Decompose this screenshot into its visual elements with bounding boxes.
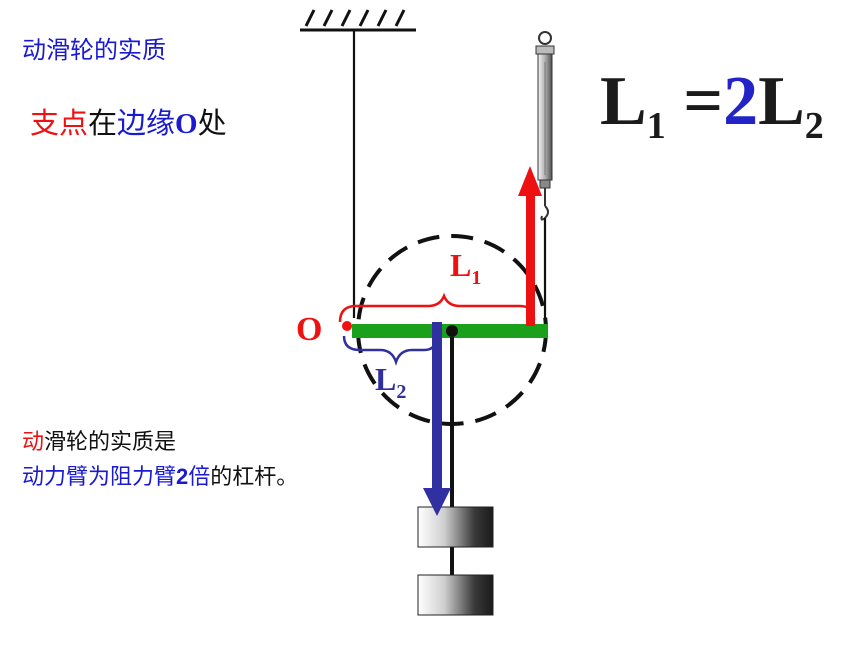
fulcrum-dot bbox=[342, 321, 352, 331]
eq-l2-sub: 2 bbox=[804, 105, 824, 147]
ceiling-support bbox=[300, 9, 416, 32]
fulcrum-o: O bbox=[175, 108, 198, 140]
conclusion-arm-ratio: 动力臂为阻力臂 bbox=[22, 465, 177, 490]
conclusion-line1-rest: 滑轮的实质是 bbox=[44, 430, 177, 455]
conclusion-line-1: 动滑轮的实质是 bbox=[22, 426, 298, 460]
fulcrum-edge: 边缘 bbox=[117, 106, 176, 140]
weight-lower bbox=[417, 574, 494, 616]
l1-letter: L bbox=[450, 247, 471, 283]
fulcrum-word: 支点 bbox=[30, 106, 89, 140]
arm-equation: L1 =2L2 bbox=[600, 62, 824, 148]
pulley-axle bbox=[446, 325, 458, 337]
fulcrum-statement: 支点在边缘O处 bbox=[30, 100, 227, 142]
slide-title: 动滑轮的实质 bbox=[22, 36, 166, 64]
l2-letter: L bbox=[375, 361, 396, 397]
l1-subscript: 1 bbox=[471, 267, 481, 289]
eq-l1: L bbox=[600, 63, 647, 140]
conclusion-two: 2 bbox=[176, 464, 189, 489]
l1-brace bbox=[338, 292, 536, 323]
eq-l2: L bbox=[758, 63, 805, 140]
weight-upper bbox=[417, 506, 494, 548]
effort-arrow bbox=[518, 166, 542, 326]
conclusion-dong: 动 bbox=[22, 430, 45, 455]
conclusion-lever: 的杠杆。 bbox=[210, 465, 299, 490]
conclusion-times: 倍 bbox=[188, 465, 211, 490]
load-arrow bbox=[423, 322, 451, 516]
fulcrum-at: 在 bbox=[88, 106, 118, 140]
fulcrum-place: 处 bbox=[197, 106, 227, 140]
l2-label: L2 bbox=[375, 361, 406, 403]
o-label: O bbox=[296, 311, 322, 348]
eq-two: 2 bbox=[723, 63, 759, 140]
conclusion-text: 动滑轮的实质是 动力臂为阻力臂2倍的杠杆。 bbox=[22, 426, 298, 495]
conclusion-line-2: 动力臂为阻力臂2倍的杠杆。 bbox=[22, 460, 298, 495]
eq-l1-sub: 1 bbox=[646, 105, 666, 147]
l2-subscript: 2 bbox=[396, 381, 406, 403]
l1-label: L1 bbox=[450, 247, 481, 289]
spring-scale bbox=[535, 31, 555, 221]
l2-brace bbox=[342, 335, 438, 366]
eq-sign: = bbox=[665, 63, 724, 140]
